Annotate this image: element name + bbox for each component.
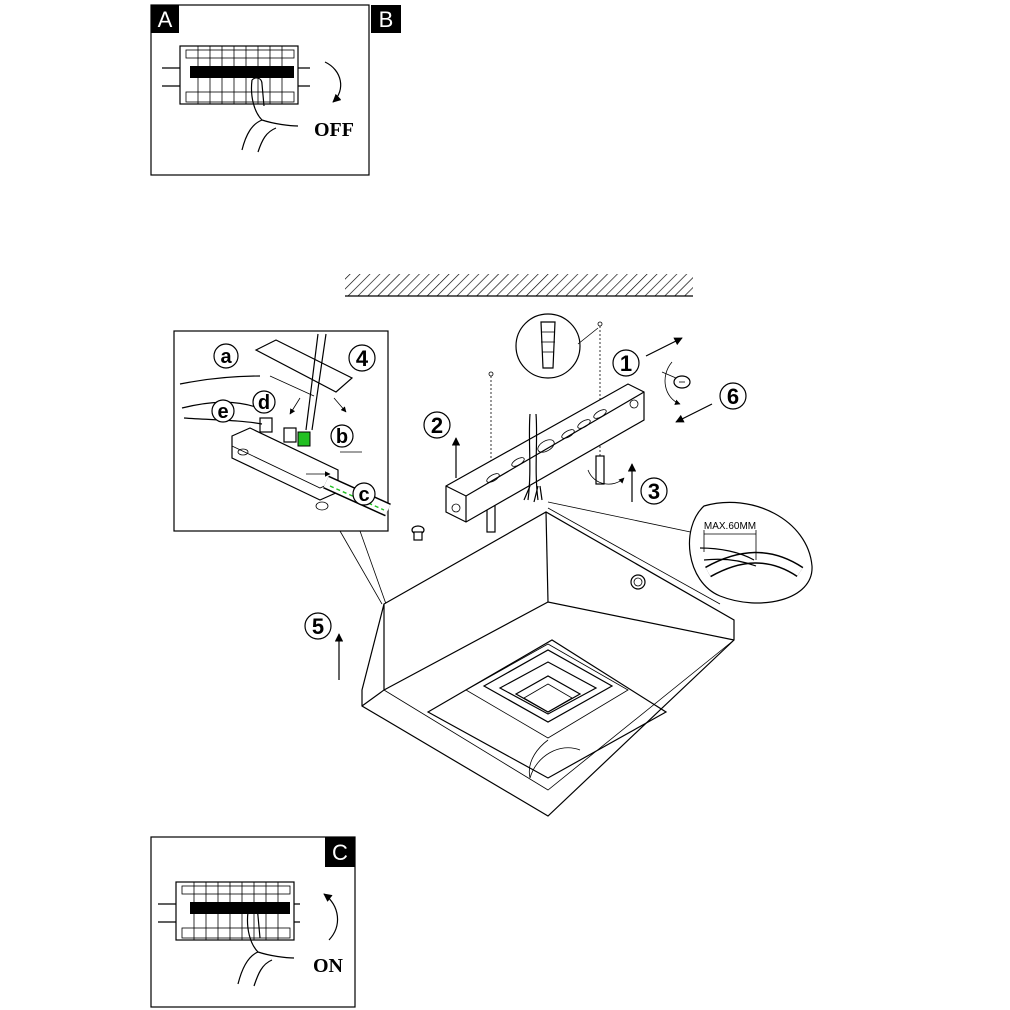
switch-on-panel: C ON [150,836,356,1008]
svg-text:1: 1 [620,351,632,376]
svg-text:6: 6 [727,384,739,409]
breaker-bank-off [162,45,310,105]
mains-wires [523,413,543,503]
svg-text:5: 5 [312,614,324,639]
wiring-detail-panel: a b c d e 4 [173,330,391,532]
off-caption: OFF [314,119,354,141]
svg-text:d: d [258,392,270,414]
panel-label-b: B [379,7,394,32]
mounting-bracket [445,383,645,523]
svg-text:c: c [358,484,369,506]
ceiling-hatch [345,274,693,296]
svg-text:4: 4 [356,346,369,371]
hand-off [241,77,299,153]
switch-off-panel: A B OFF [150,4,401,176]
earth-terminal [297,431,311,447]
rotate-on-arrow [323,893,338,941]
step-6-arrow [675,403,713,423]
breaker-bank-on [158,881,300,941]
wall-plug-callout [515,313,599,379]
hand-on [237,909,295,987]
on-caption: ON [313,955,344,977]
step-label-5: 5 [304,612,332,640]
detail-label-b: b [330,424,354,448]
detail-label-e: e [211,399,235,423]
panel-label-a: A [158,7,173,32]
svg-text:b: b [336,426,348,448]
panel-label-c: C [332,840,348,865]
svg-text:3: 3 [648,479,660,504]
step-label-4: 4 [348,344,376,372]
detail-label-c: c [352,482,376,506]
cable-strip-callout: MAX.60MM [547,501,813,605]
max-60mm-label: MAX.60MM [704,521,756,532]
rotate-off-arrow [324,61,342,103]
step-label-3: 3 [640,477,668,505]
svg-text:e: e [217,401,228,423]
detail-label-a: a [213,343,239,369]
side-screw [661,361,691,405]
svg-text:2: 2 [431,413,443,438]
step-label-1: 1 [612,349,640,377]
step-1-arrow [645,337,683,357]
step-label-2: 2 [423,411,451,439]
step-label-6: 6 [719,382,747,410]
step-3-rotate-arrow [587,469,625,485]
fixing-screw [411,525,425,541]
ceiling-luminaire [361,511,735,817]
svg-text:a: a [220,346,232,368]
detail-callout-line [339,530,383,605]
detail-label-d: d [252,390,276,414]
